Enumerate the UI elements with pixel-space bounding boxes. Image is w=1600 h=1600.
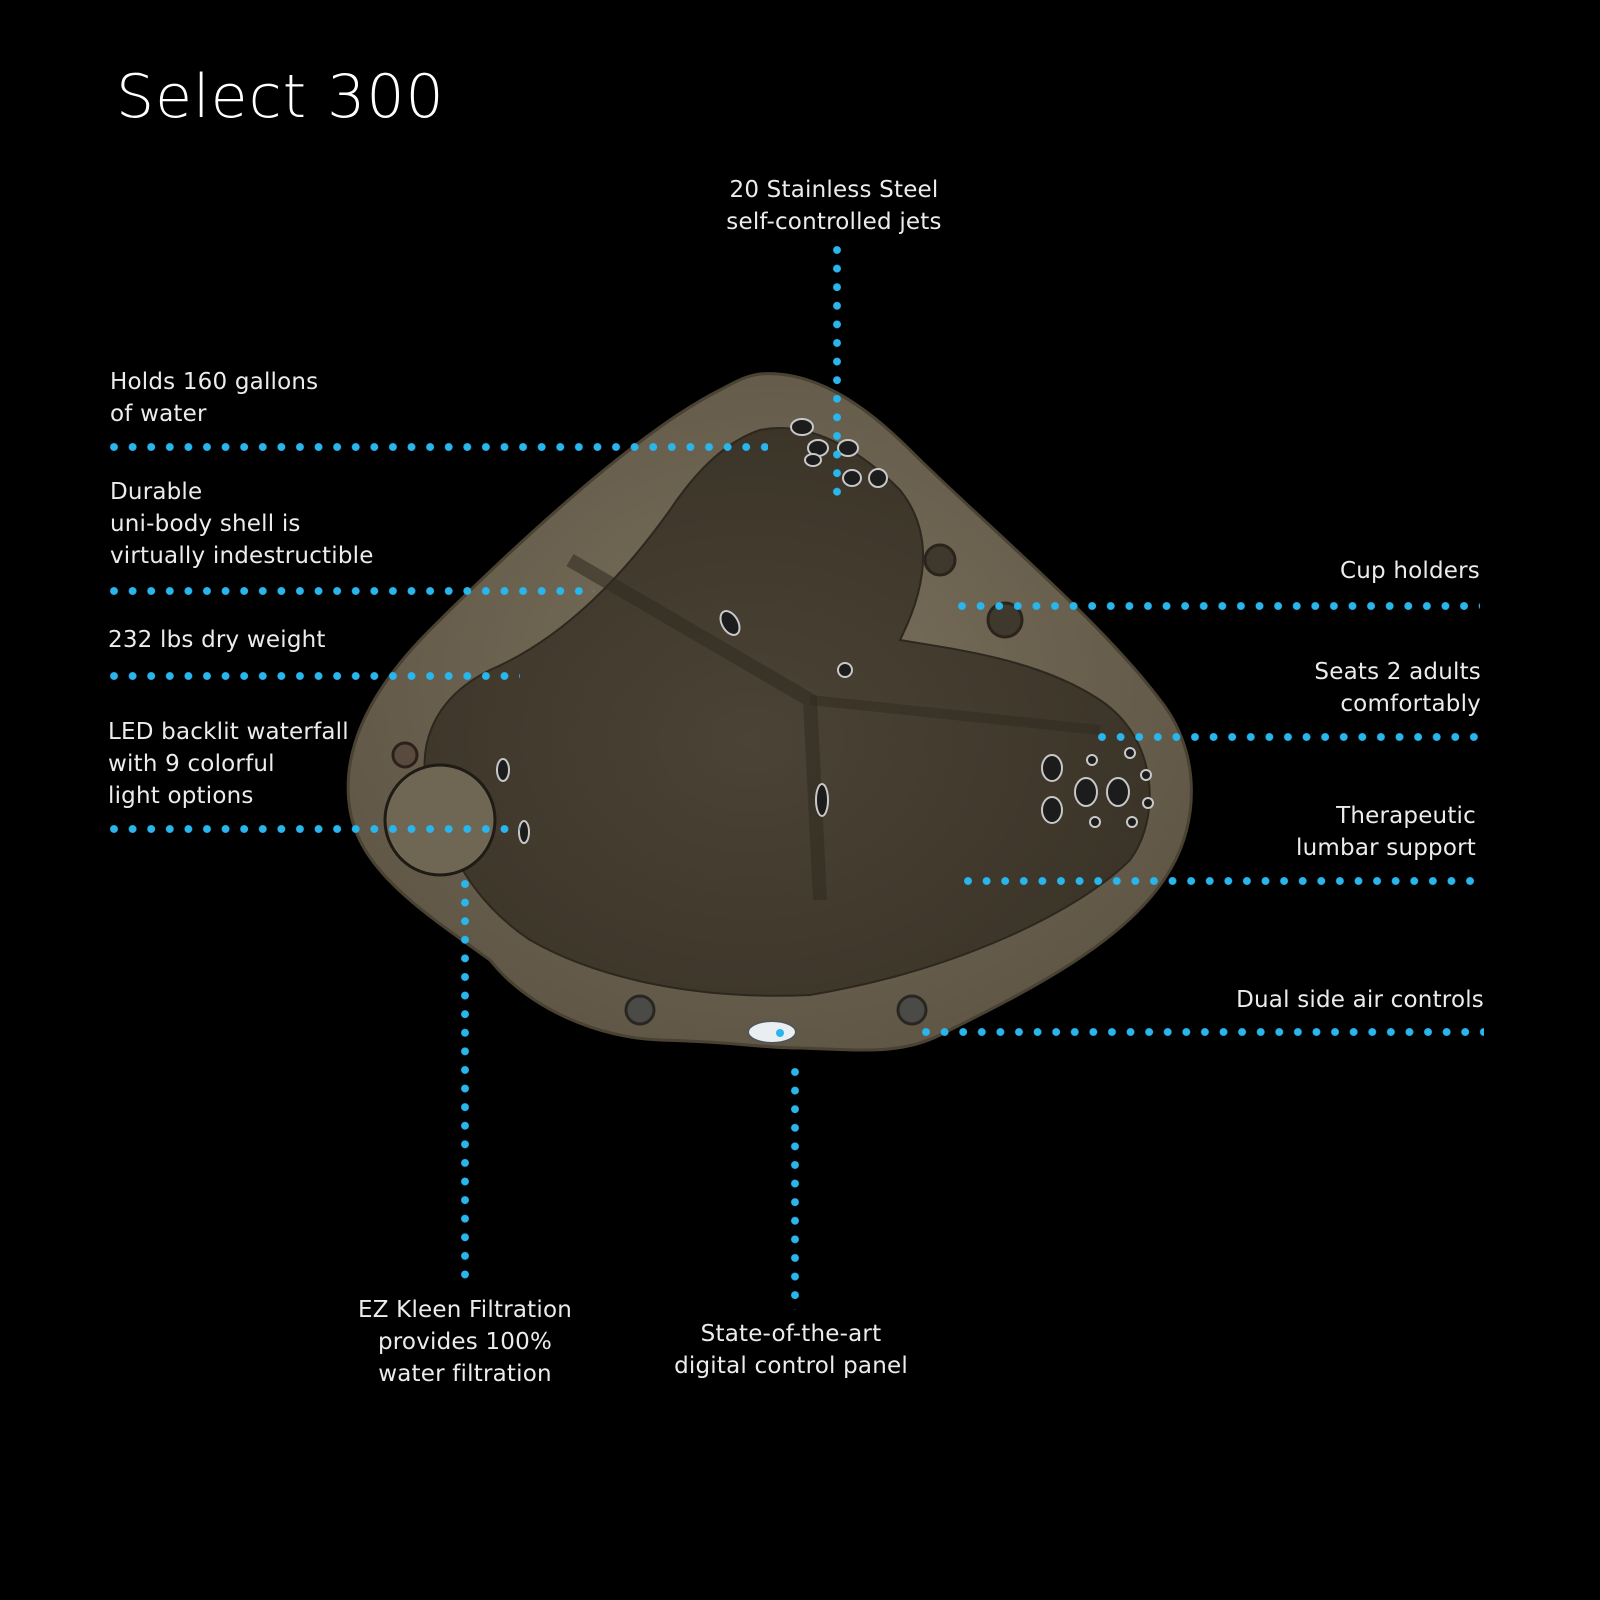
- callout-filtration-line3: water filtration: [378, 1361, 552, 1387]
- callout-cup-holders: Cup holders: [1340, 555, 1480, 587]
- hot-tub-image: [346, 372, 1193, 1052]
- lumbar-connector: [964, 877, 1484, 885]
- cup-holders-connector: [958, 602, 1480, 610]
- callout-led-line3: light options: [108, 783, 254, 809]
- callout-control-panel-line1: State-of-the-art: [700, 1321, 882, 1347]
- callout-shell-line1: Durable: [110, 479, 203, 505]
- control-panel: [747, 1020, 797, 1044]
- callout-jets-line1: 20 Stainless Steel: [729, 177, 939, 203]
- callout-shell: Durable uni-body shell is virtually inde…: [110, 476, 374, 572]
- callout-lumbar-line2: lumbar support: [1296, 835, 1476, 861]
- jets-connector: [833, 246, 841, 500]
- filtration-connector: [461, 880, 469, 1280]
- callout-seats-line1: Seats 2 adults: [1314, 659, 1481, 685]
- callout-weight: 232 lbs dry weight: [108, 624, 326, 656]
- seats-connector: [1098, 733, 1484, 741]
- callout-shell-line2: uni-body shell is: [110, 511, 301, 537]
- callout-lumbar: Therapeutic lumbar support: [1296, 800, 1476, 864]
- gallons-connector: [110, 443, 768, 451]
- tub-interior: [423, 427, 1151, 997]
- callout-seats: Seats 2 adults comfortably: [1314, 656, 1481, 720]
- callout-lumbar-line1: Therapeutic: [1336, 803, 1476, 829]
- control-panel-connector: [791, 1068, 799, 1310]
- callout-filtration-line2: provides 100%: [377, 1329, 553, 1355]
- callout-jets: 20 Stainless Steel self-controlled jets: [700, 174, 968, 238]
- callout-filtration-line1: EZ Kleen Filtration: [357, 1297, 573, 1323]
- callout-gallons: Holds 160 gallons of water: [110, 366, 318, 430]
- callout-air-controls-line1: Dual side air controls: [1236, 987, 1484, 1013]
- callout-control-panel: State-of-the-art digital control panel: [640, 1318, 942, 1382]
- callout-filtration: EZ Kleen Filtration provides 100% water …: [325, 1294, 605, 1390]
- shell-connector: [110, 587, 594, 595]
- air-control: [896, 994, 928, 1026]
- led-connector: [110, 825, 520, 833]
- callout-gallons-line1: Holds 160 gallons: [110, 369, 319, 395]
- callout-air-controls: Dual side air controls: [1236, 984, 1484, 1016]
- callout-seats-line2: comfortably: [1340, 691, 1481, 717]
- air-controls-connector: [922, 1028, 1484, 1036]
- callout-led-line2: with 9 colorful: [108, 751, 275, 777]
- callout-cup-holders-line1: Cup holders: [1340, 558, 1480, 584]
- callout-control-panel-line2: digital control panel: [674, 1353, 908, 1379]
- weight-connector: [110, 672, 520, 680]
- callout-led: LED backlit waterfall with 9 colorful li…: [108, 716, 349, 812]
- callout-gallons-line2: of water: [110, 401, 207, 427]
- filter-lid: [383, 763, 497, 877]
- callout-shell-line3: virtually indestructible: [110, 543, 374, 569]
- callout-weight-line1: 232 lbs dry weight: [108, 627, 326, 653]
- callout-led-line1: LED backlit waterfall: [108, 719, 349, 745]
- air-control: [624, 994, 656, 1026]
- callout-jets-line2: self-controlled jets: [726, 209, 942, 235]
- page-title: Select 300: [116, 62, 445, 132]
- cup-holder: [923, 543, 957, 577]
